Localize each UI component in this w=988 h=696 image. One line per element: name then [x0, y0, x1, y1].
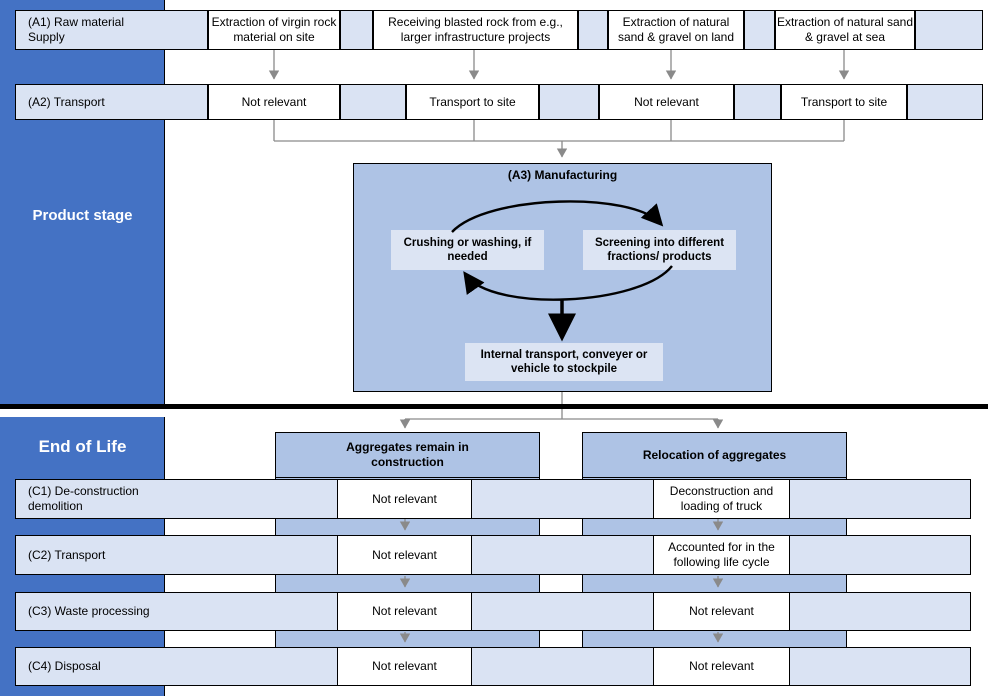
eol-row-c1: (C1) De-construction demolition [15, 479, 971, 519]
sidebar-product-stage [0, 0, 165, 404]
a2-spacer-1 [340, 84, 406, 120]
a1-stream2-box: Receiving blasted rock from e.g., larger… [373, 10, 578, 50]
a1-spacer-1 [340, 10, 373, 50]
a2-stream3-box: Not relevant [599, 84, 734, 120]
product-stage-title: Product stage [32, 207, 133, 224]
a2-stream1-box: Not relevant [208, 84, 340, 120]
manufacturing-title: (A3) Manufacturing [507, 168, 618, 182]
a1-stream1-box: Extraction of virgin rock material on si… [208, 10, 340, 50]
a1-spacer-3 [744, 10, 775, 50]
eol-row-c2: (C2) Transport [15, 535, 971, 575]
row-label-a2: (A2) Transport [15, 84, 208, 120]
process-screening-box: Screening into different fractions/ prod… [583, 230, 736, 270]
eol-cell-c4-col2: Not relevant [653, 647, 790, 686]
a1-stream4-box: Extraction of natural sand & gravel at s… [775, 10, 915, 50]
eol-cell-c3-col1: Not relevant [337, 592, 472, 631]
a1-to-a2-arrows [268, 50, 850, 80]
a2-stream4-box: Transport to site [781, 84, 907, 120]
row-label-a1: (A1) Raw material Supply [15, 10, 208, 50]
eol-row-c4: (C4) Disposal [15, 647, 971, 686]
a2-stream2-box: Transport to site [406, 84, 539, 120]
eol-cell-c4-col1: Not relevant [337, 647, 472, 686]
stage-separator-line [0, 404, 988, 409]
a2-spacer-2 [539, 84, 599, 120]
eol-cell-c2-col1: Not relevant [337, 535, 472, 575]
eol-row-c3: (C3) Waste processing [15, 592, 971, 631]
eol-cell-c1-col1: Not relevant [337, 479, 472, 519]
a1-spacer-2 [578, 10, 608, 50]
eol-column1-header: Aggregates remain in construction [275, 432, 540, 478]
a2-spacer-3 [734, 84, 781, 120]
eol-cell-c3-col2: Not relevant [653, 592, 790, 631]
a1-stream3-box: Extraction of natural sand & gravel on l… [608, 10, 744, 50]
end-of-life-title: End of Life [38, 437, 127, 456]
eol-cell-c1-col2: Deconstruction and loading of truck [653, 479, 790, 519]
eol-cell-c2-col2: Accounted for in the following life cycl… [653, 535, 790, 575]
a2-spacer-4 [907, 84, 983, 120]
internal-transport-box: Internal transport, conveyer or vehicle … [465, 343, 663, 381]
a2-to-a3-connector [273, 120, 845, 158]
manufacturing-box: (A3) Manufacturing Crushing or washing, … [353, 163, 772, 392]
a3-to-eol-connector [399, 392, 724, 429]
eol-column2-header: Relocation of aggregates [582, 432, 847, 478]
a1-spacer-4 [915, 10, 983, 50]
process-crushing-box: Crushing or washing, if needed [391, 230, 544, 270]
